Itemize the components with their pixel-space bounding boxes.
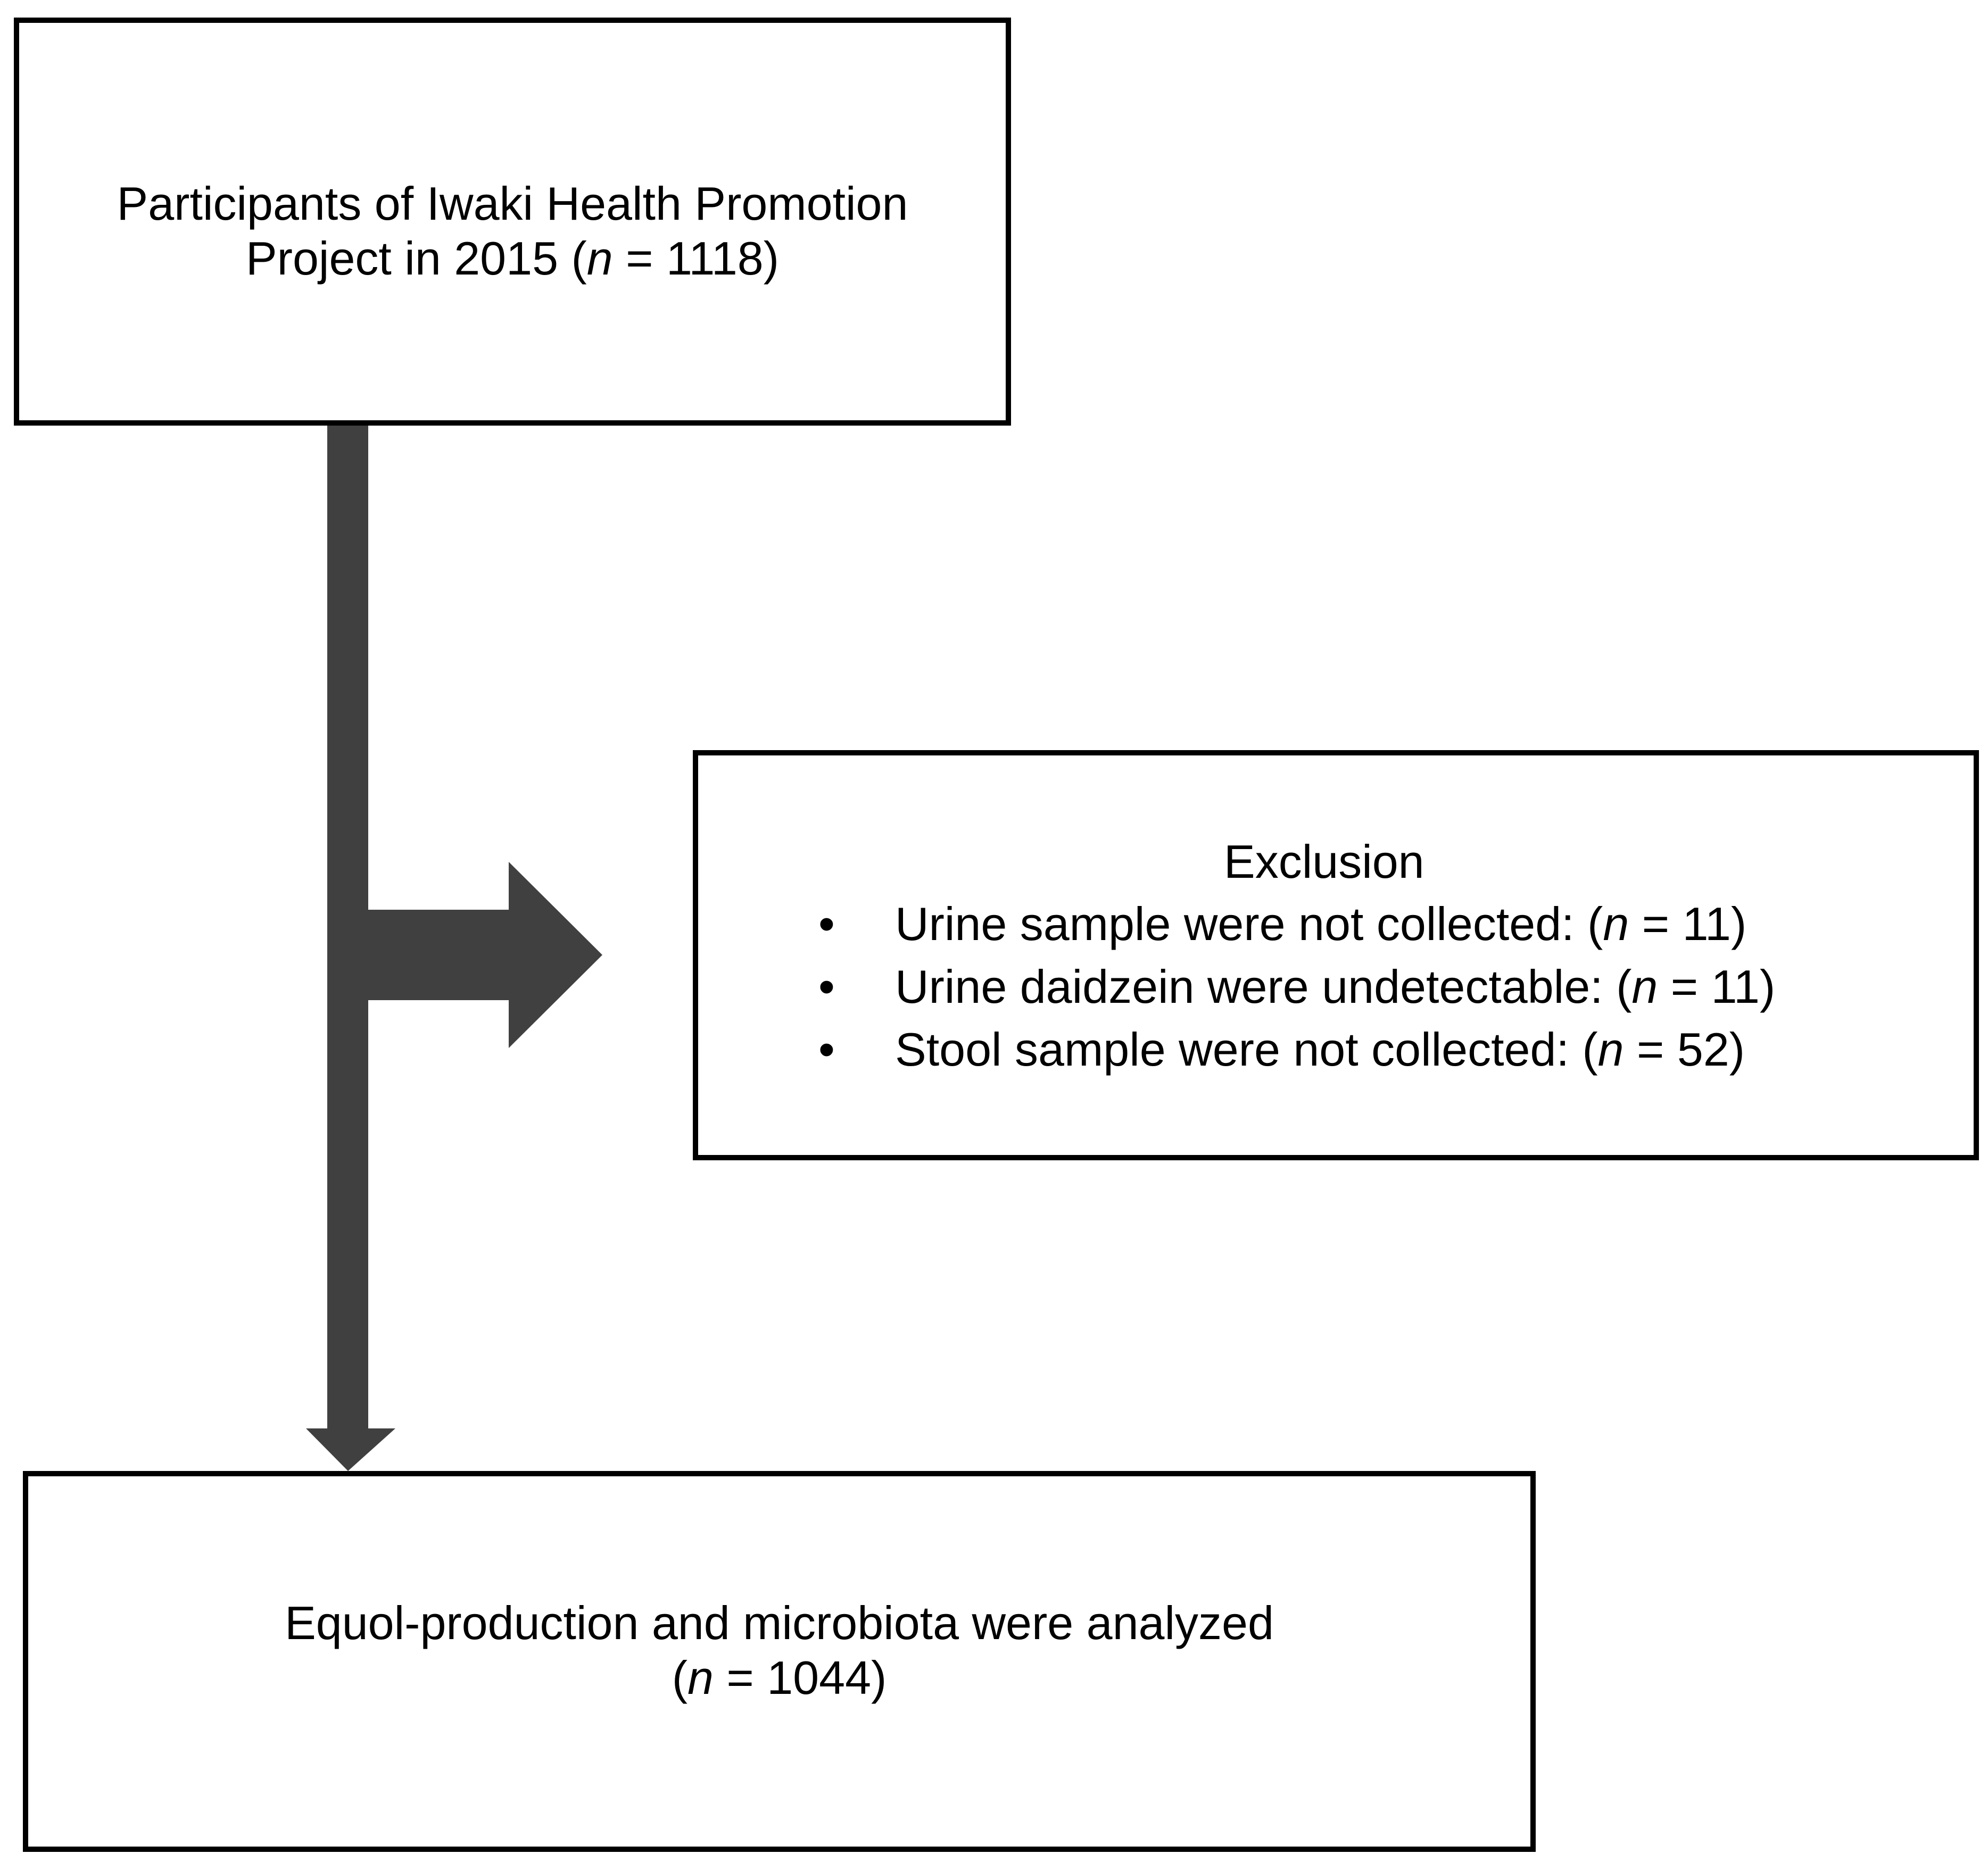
participants-line-1: Participants of Iwaki Health Promotion bbox=[117, 177, 908, 230]
bullet-2: • bbox=[818, 960, 835, 1013]
bullet-3: • bbox=[818, 1023, 835, 1076]
exclusion-box bbox=[693, 750, 1979, 1160]
analyzed-box bbox=[23, 1471, 1536, 1852]
exclusion-item-daidzein-undetectable: Urine daidzein were undetectable: (n = 1… bbox=[895, 960, 1776, 1013]
analyzed-line-2: (n = 1044) bbox=[672, 1651, 887, 1704]
exclusion-item-urine-not-collected: Urine sample were not collected: (n = 11… bbox=[895, 897, 1747, 950]
right-arrow bbox=[368, 862, 602, 1048]
exclusion-title: Exclusion bbox=[1224, 835, 1424, 888]
participants-line-2: Project in 2015 (n = 1118) bbox=[245, 232, 780, 285]
analyzed-text: Equol-production and microbiota were ana… bbox=[23, 1595, 1536, 1705]
participants-box bbox=[14, 18, 1011, 426]
participants-text: Participants of Iwaki Health Promotion P… bbox=[14, 176, 1011, 286]
analyzed-line-1: Equol-production and microbiota were ana… bbox=[285, 1597, 1274, 1649]
down-arrow bbox=[306, 426, 395, 1471]
exclusion-item-stool-not-collected: Stool sample were not collected: (n = 52… bbox=[895, 1023, 1745, 1076]
bullet-1: • bbox=[818, 897, 835, 950]
